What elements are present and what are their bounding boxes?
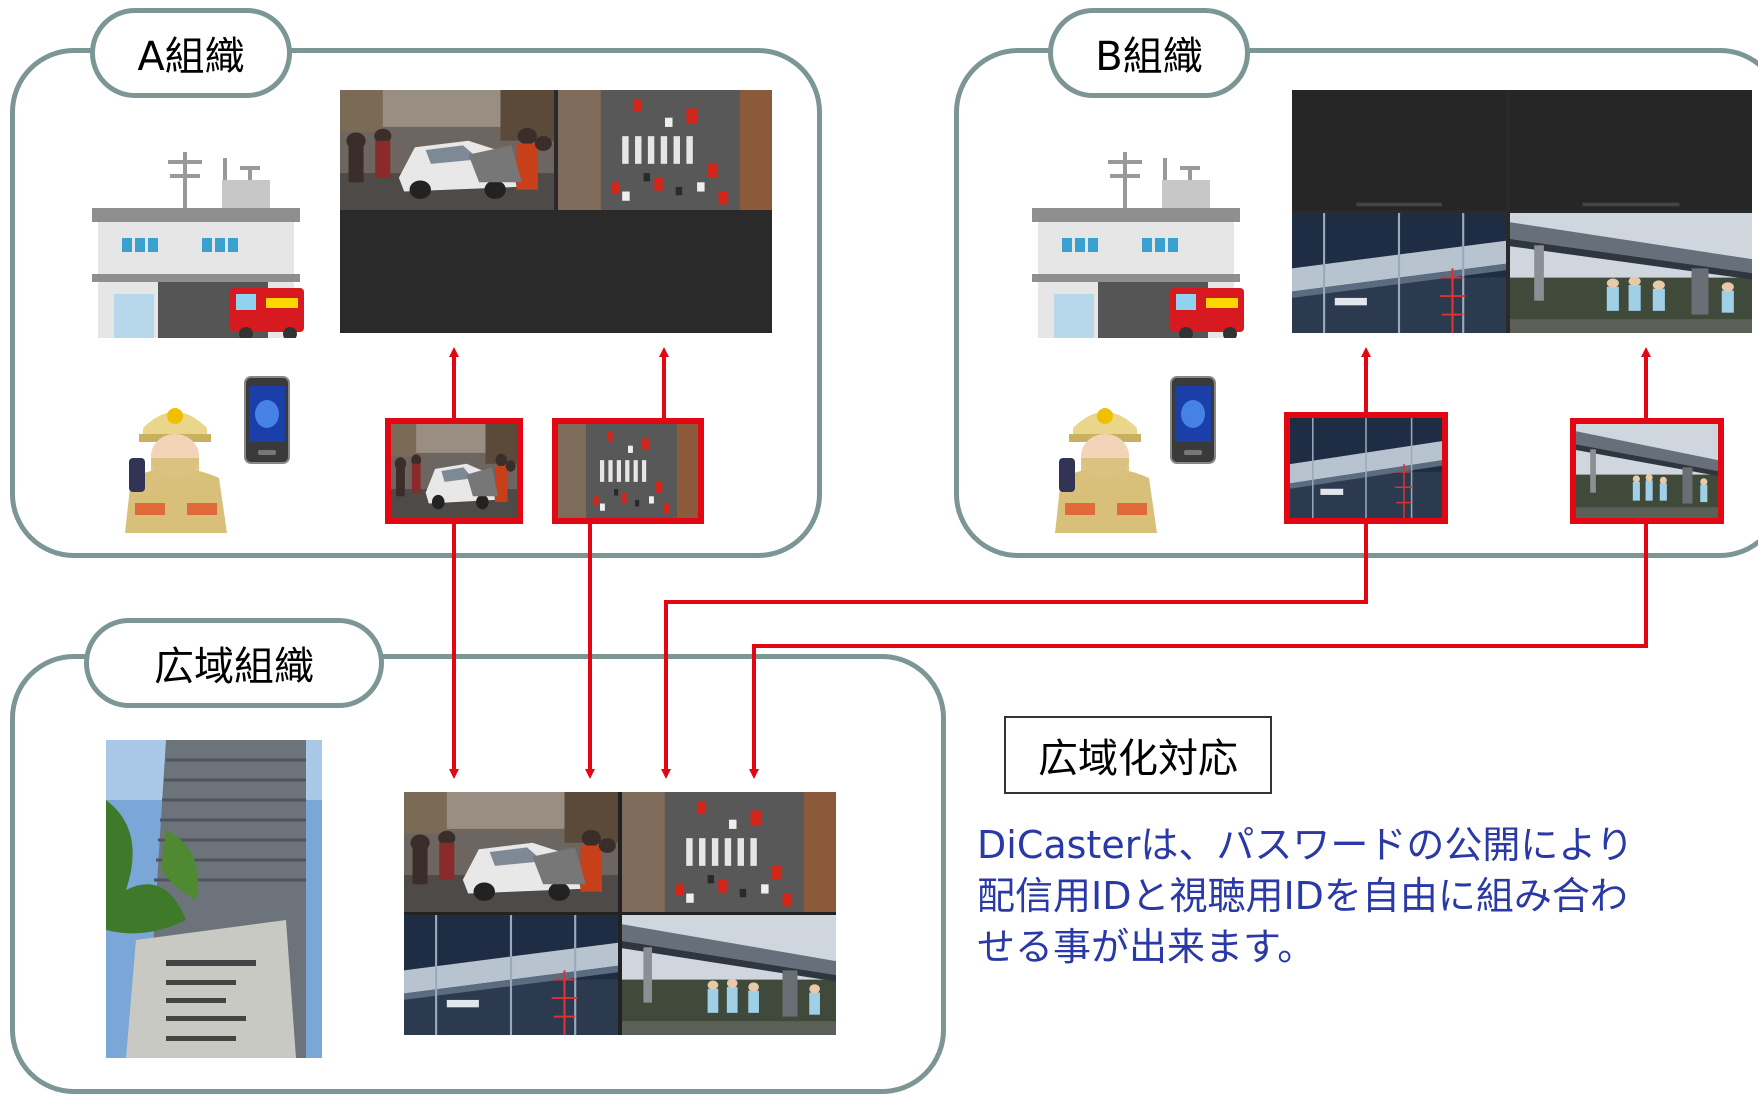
description-line: せる事が出来ます。 <box>977 925 1316 969</box>
firefighter-icon <box>115 398 235 533</box>
fire-station-icon <box>1030 148 1250 341</box>
description-line: 配信用IDと視聴用IDを自由に組み合わ <box>977 874 1628 918</box>
source-thumb-overpass[interactable] <box>1570 418 1724 524</box>
source-thumb-street[interactable] <box>552 418 704 524</box>
government-building-icon <box>106 740 322 1058</box>
fire-station-icon <box>90 148 310 341</box>
org-wide-video-wall <box>404 792 836 1035</box>
org-wide-label: 広域組織 <box>84 618 384 708</box>
source-thumb-bridge[interactable] <box>1284 412 1448 524</box>
org-a-label: A組織 <box>90 8 292 98</box>
dicaster-description: DiCasterは、パスワードの公開により 配信用IDと視聴用IDを自由に組み合… <box>977 820 1757 973</box>
smartphone-icon <box>244 376 290 464</box>
org-b-label: B組織 <box>1048 8 1250 98</box>
description-line: DiCasterは、パスワードの公開により <box>977 823 1634 867</box>
arrow-b-bridge-down <box>661 524 1368 779</box>
org-b-video-wall <box>1292 90 1752 333</box>
smartphone-icon <box>1170 376 1216 464</box>
source-thumb-crash[interactable] <box>385 418 523 524</box>
org-a-video-wall <box>340 90 772 333</box>
firefighter-icon <box>1045 398 1165 533</box>
wide-area-callout: 広域化対応 <box>1004 716 1272 794</box>
arrow-b-overpass-down <box>749 524 1648 779</box>
